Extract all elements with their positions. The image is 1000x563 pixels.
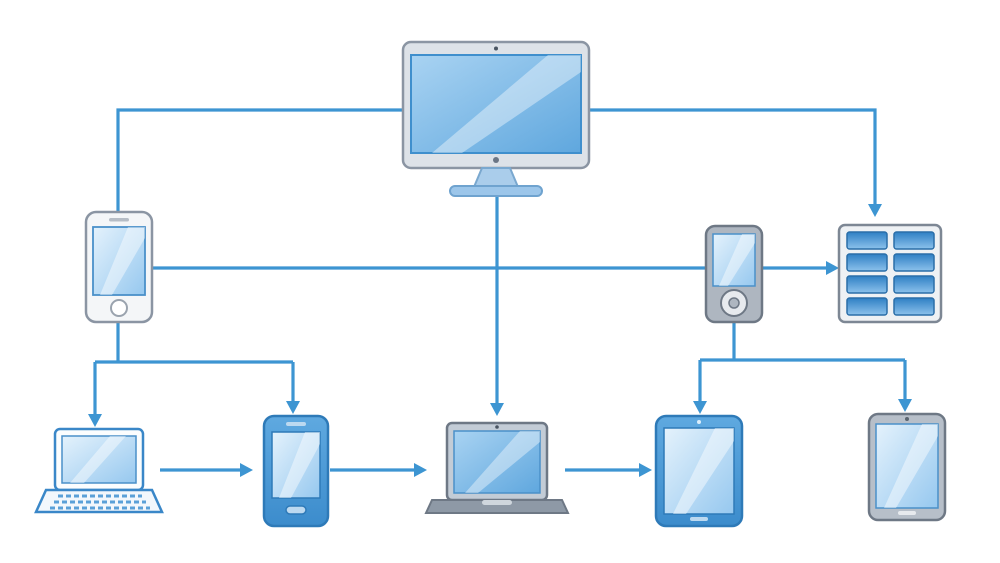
server-slot [846,275,888,294]
server-slot [893,231,935,250]
server-slot [846,253,888,272]
monitor-logo-dot [493,157,499,163]
server-slot [846,297,888,316]
smartphone-white-node [84,210,154,324]
media-player-node [704,224,764,324]
tablet-blue-camera-icon [697,420,701,424]
tablet-gray-screen [875,423,939,509]
connector-bottom-2 [330,463,427,477]
tablet-gray-node [867,412,947,522]
connector-bottom-1 [160,463,253,477]
connector-right-bracket [693,322,912,414]
phone-home-button [110,299,128,317]
arrowhead-right-phone [240,463,253,477]
laptop-open-screen [61,435,137,484]
tablet-gray-home-button [898,511,916,515]
arrowhead-down-laptop-open [88,414,102,427]
smartphone-blue-node [262,414,330,528]
tablet-gray-camera-icon [905,417,909,421]
server-storage-node [837,223,943,324]
laptop-front-camera-icon [495,425,499,429]
monitor-screen-shine [432,55,581,153]
smartphone-blue-home-button [285,505,307,515]
arrowhead-right-laptop [414,463,427,477]
server-slot [893,275,935,294]
media-player-screen-shine [719,234,755,286]
laptop-open-screen-shine [70,436,126,483]
laptop-front-node [424,421,570,514]
connector-monitor-down [490,166,504,416]
monitor-camera-icon [494,46,498,51]
media-player-wheel-center [728,297,740,309]
arrowhead-right-tablet [639,463,652,477]
desktop-monitor-node [401,40,591,197]
connector-phone-to-bottom-devices [93,322,295,414]
media-player-screen [712,233,756,287]
tablet-blue-screen [663,427,735,515]
arrowhead-down-laptop [490,403,504,416]
tablet-blue-home-button [690,517,708,521]
smartphone-blue-speaker-icon [286,422,306,426]
monitor-stand-neck [472,167,520,188]
tablet-blue-screen-shine [673,428,734,514]
laptop-front-base [424,499,570,514]
tablet-blue-node [654,414,744,528]
phone-screen [92,226,146,296]
arrowhead-down-tablet-gray [898,399,912,412]
server-slot [893,297,935,316]
arrowhead-down-server [868,204,882,217]
smartphone-blue-screen [271,431,321,499]
server-slot [846,231,888,250]
laptop-front-base-notch [482,500,512,505]
laptop-open-node [34,427,164,514]
connector-left-bracket [88,322,300,427]
connector-bottom-3 [565,463,652,477]
laptop-front-screen [453,430,541,494]
phone-screen-shine [100,227,145,295]
smartphone-blue-screen-shine [279,432,320,498]
server-slot [893,253,935,272]
monitor-stand-base [449,185,543,197]
phone-speaker-icon [109,218,129,222]
arrowhead-down-tablet-blue [693,401,707,414]
arrowhead-right-server [826,261,839,275]
tablet-gray-screen-shine [884,424,938,508]
arrowhead-down-smartphone-blue [286,401,300,414]
connector-mediaplayer-to-tablets [698,322,907,401]
laptop-front-screen-shine [465,431,540,493]
monitor-screen [410,54,582,154]
